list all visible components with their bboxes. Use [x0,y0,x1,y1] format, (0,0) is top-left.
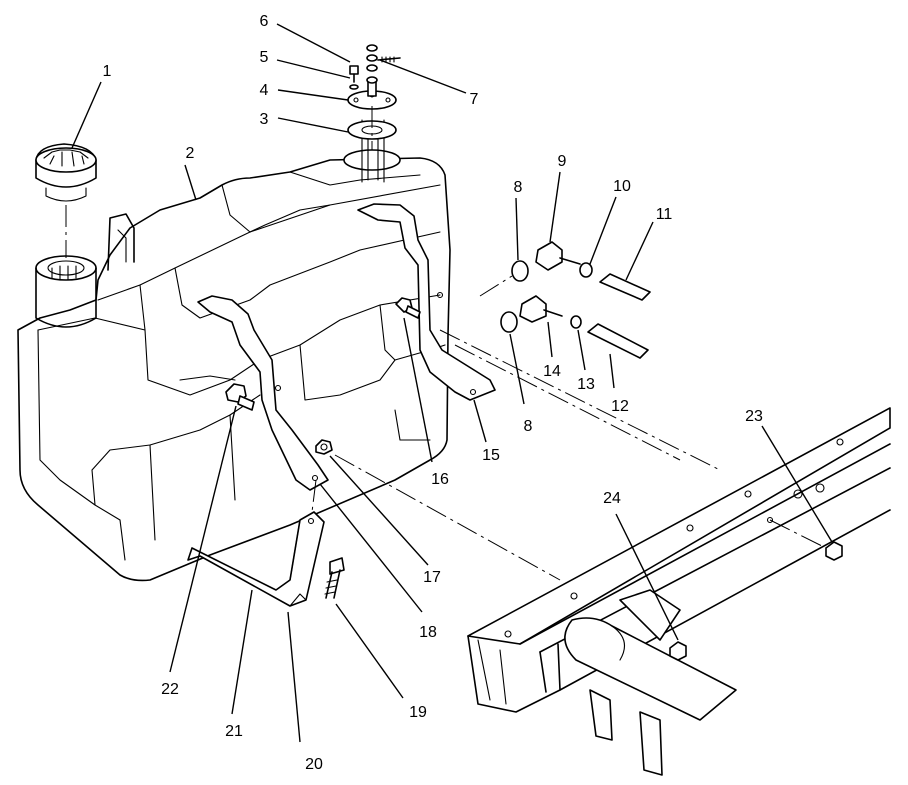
callout-20: 20 [305,756,323,773]
callout-15: 15 [482,447,500,464]
center-lines [311,106,827,581]
callout-18: 18 [419,624,437,641]
leader-lines [71,23,833,743]
fasteners [225,297,421,455]
tank-straps [197,203,496,491]
callout-19: 19 [409,704,427,721]
callout-2: 2 [186,145,195,162]
callout-labels: 1 2 3 4 5 6 7 8 8 9 10 11 12 13 14 15 16… [103,13,763,773]
callout-6: 6 [260,13,269,30]
support-bracket [187,511,345,607]
callout-11: 11 [656,206,673,223]
callout-10: 10 [613,178,631,195]
callout-7: 7 [470,91,479,108]
callout-3: 3 [260,111,269,128]
callout-9: 9 [558,153,567,170]
callout-16: 16 [431,471,449,488]
callout-24: 24 [603,490,621,507]
callout-5: 5 [260,49,269,66]
callout-13: 13 [577,376,595,393]
callout-1: 1 [103,63,112,80]
callout-21: 21 [225,723,243,740]
callout-8a: 8 [514,179,523,196]
machine-frame [467,407,891,776]
callout-23: 23 [745,408,763,425]
callout-8b: 8 [524,418,533,435]
fuel-cap [35,143,97,258]
callout-22: 22 [161,681,179,698]
fuel-fittings [500,241,651,359]
fuel-tank [17,157,451,582]
callout-17: 17 [423,569,441,586]
callout-12: 12 [611,398,629,415]
callout-14: 14 [543,363,561,380]
callout-4: 4 [260,82,269,99]
